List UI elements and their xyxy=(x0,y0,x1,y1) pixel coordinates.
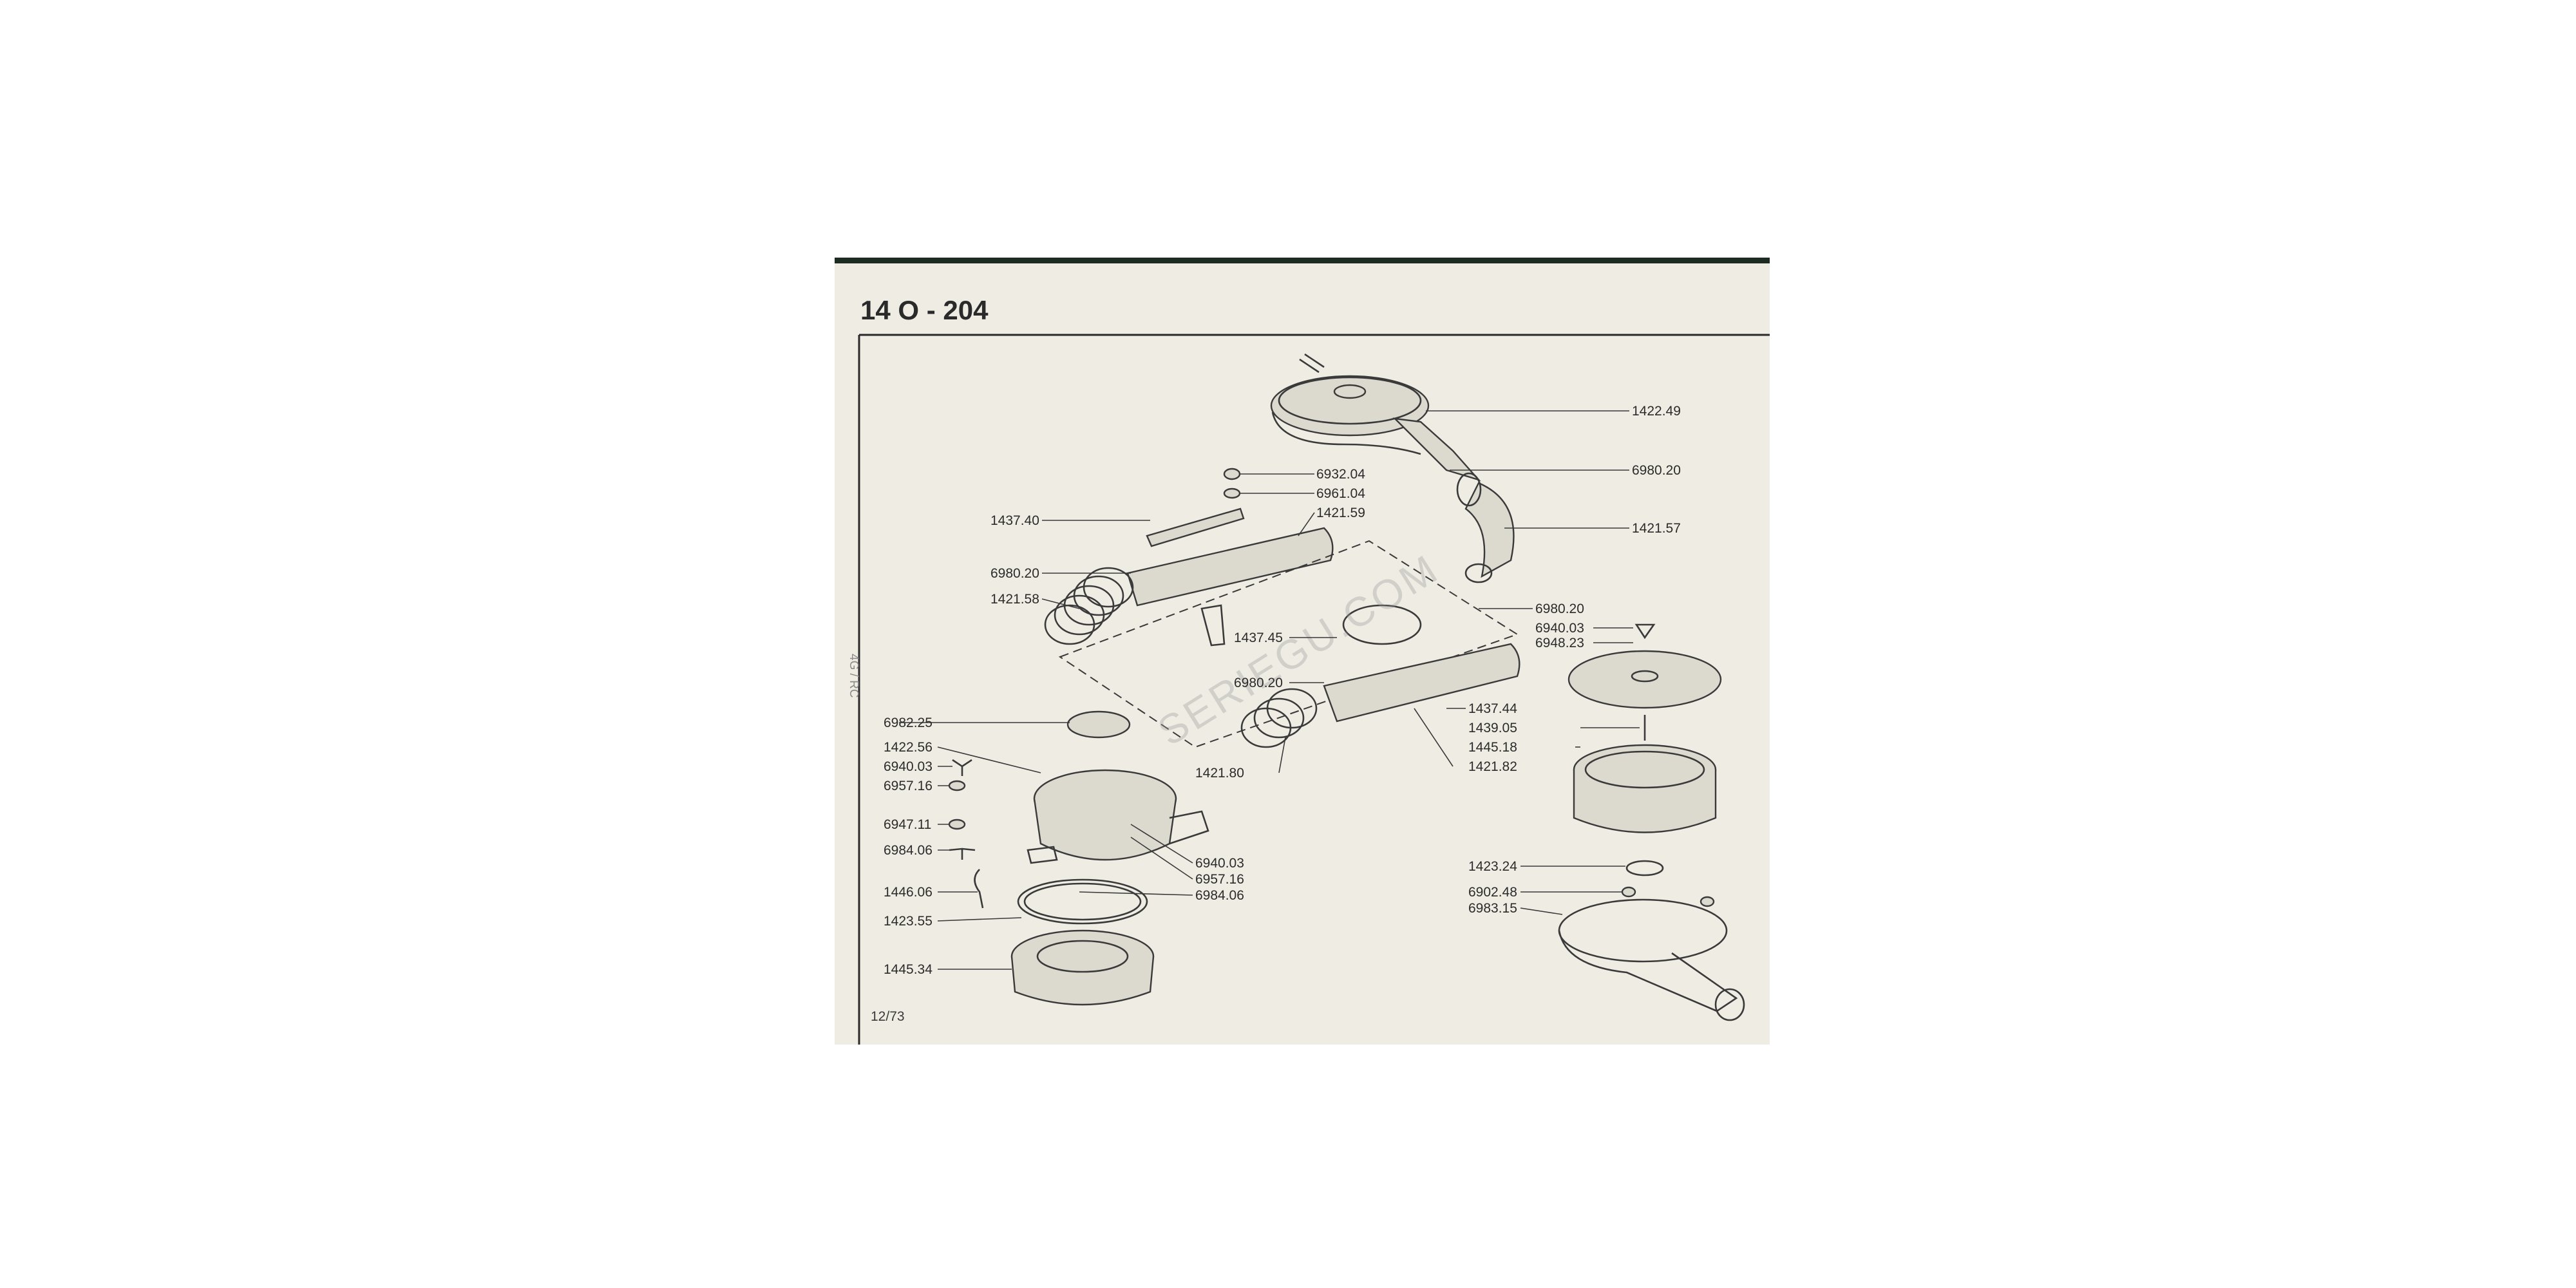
callout-6984-06-a: 6984.06 xyxy=(884,843,933,858)
callout-1421-80: 1421.80 xyxy=(1195,766,1244,781)
callout-1446-06: 1446.06 xyxy=(884,885,933,900)
hose-1421-57 xyxy=(1456,472,1515,583)
callout-6957-16-a: 6957.16 xyxy=(884,779,933,793)
callout-1423-24: 1423.24 xyxy=(1468,859,1517,874)
left-small-hardware xyxy=(948,759,984,909)
callout-1445-18: 1445.18 xyxy=(1468,740,1517,755)
mounting-outline xyxy=(1058,540,1519,748)
callout-1437-45: 1437.45 xyxy=(1234,630,1283,645)
callout-1421-58: 1421.58 xyxy=(990,592,1039,607)
callout-6902-48: 6902.48 xyxy=(1468,885,1517,900)
callout-6984-06-b: 6984.06 xyxy=(1195,888,1244,903)
filter-element-1445-34 xyxy=(1010,929,1155,1006)
callout-6982-25: 6982.25 xyxy=(884,715,933,730)
air-cleaner-housing-top xyxy=(1270,353,1481,482)
nut-6932-04 xyxy=(1223,468,1241,480)
page-title: 14 O - 204 xyxy=(860,295,989,325)
left-housing-1422-56 xyxy=(1027,769,1209,864)
callout-6932-04: 6932.04 xyxy=(1316,467,1365,482)
callout-6980-20-b: 6980.20 xyxy=(990,566,1039,581)
callout-1437-40: 1437.40 xyxy=(990,513,1039,528)
tube-1421-59 xyxy=(1126,527,1334,647)
callout-6983-15: 6983.15 xyxy=(1468,901,1517,916)
callout-1437-44: 1437.44 xyxy=(1468,701,1517,716)
callout-1439-05: 1439.05 xyxy=(1468,721,1517,735)
page-footer: 12/73 xyxy=(871,1009,905,1024)
clamp-6982-25 xyxy=(1066,710,1131,739)
sheet-top-edge xyxy=(835,258,1770,263)
margin-note: 4G / RC xyxy=(847,654,860,698)
gasket-1423-55-inner xyxy=(1023,882,1142,921)
parts-diagram-sheet: 14 O - 204 12/73 4G / RC xyxy=(835,258,1770,1045)
exploded-parts-diagram: 14 O - 204 12/73 4G / RC xyxy=(835,258,1770,1045)
filter-element-1445-18 xyxy=(1573,715,1717,833)
callout-6961-04: 6961.04 xyxy=(1316,486,1365,501)
corrugated-hose-1421-58 xyxy=(1044,567,1134,645)
callout-6940-03-b: 6940.03 xyxy=(884,759,933,774)
callout-1422-56: 1422.56 xyxy=(884,740,933,755)
callout-6957-16-b: 6957.16 xyxy=(1195,872,1244,887)
callout-1422-49: 1422.49 xyxy=(1632,404,1681,419)
tube-1421-82 xyxy=(1323,604,1520,723)
callout-1445-34: 1445.34 xyxy=(884,962,933,977)
right-cover-lid xyxy=(1567,623,1722,709)
callout-1421-59: 1421.59 xyxy=(1316,506,1365,520)
callout-1421-82: 1421.82 xyxy=(1468,759,1517,774)
callout-6948-23: 6948.23 xyxy=(1535,636,1584,650)
gasket-1423-55 xyxy=(1017,878,1148,925)
callout-1423-55: 1423.55 xyxy=(884,914,933,929)
callout-6980-20-c: 6980.20 xyxy=(1535,601,1584,616)
callout-6940-03-c: 6940.03 xyxy=(1195,856,1244,871)
callout-6940-03-a: 6940.03 xyxy=(1535,621,1584,636)
right-base-housing xyxy=(1558,886,1745,1021)
seal-ring-1423-24 xyxy=(1625,860,1664,876)
callout-1421-57: 1421.57 xyxy=(1632,521,1681,536)
washer-6961-04 xyxy=(1223,488,1241,499)
callout-6980-20-d: 6980.20 xyxy=(1234,676,1283,690)
hose-1421-80 xyxy=(1240,688,1318,748)
bracket-1437-40 xyxy=(1146,507,1245,547)
callout-6947-11: 6947.11 xyxy=(884,817,931,832)
callout-6980-20-a: 6980.20 xyxy=(1632,463,1681,478)
